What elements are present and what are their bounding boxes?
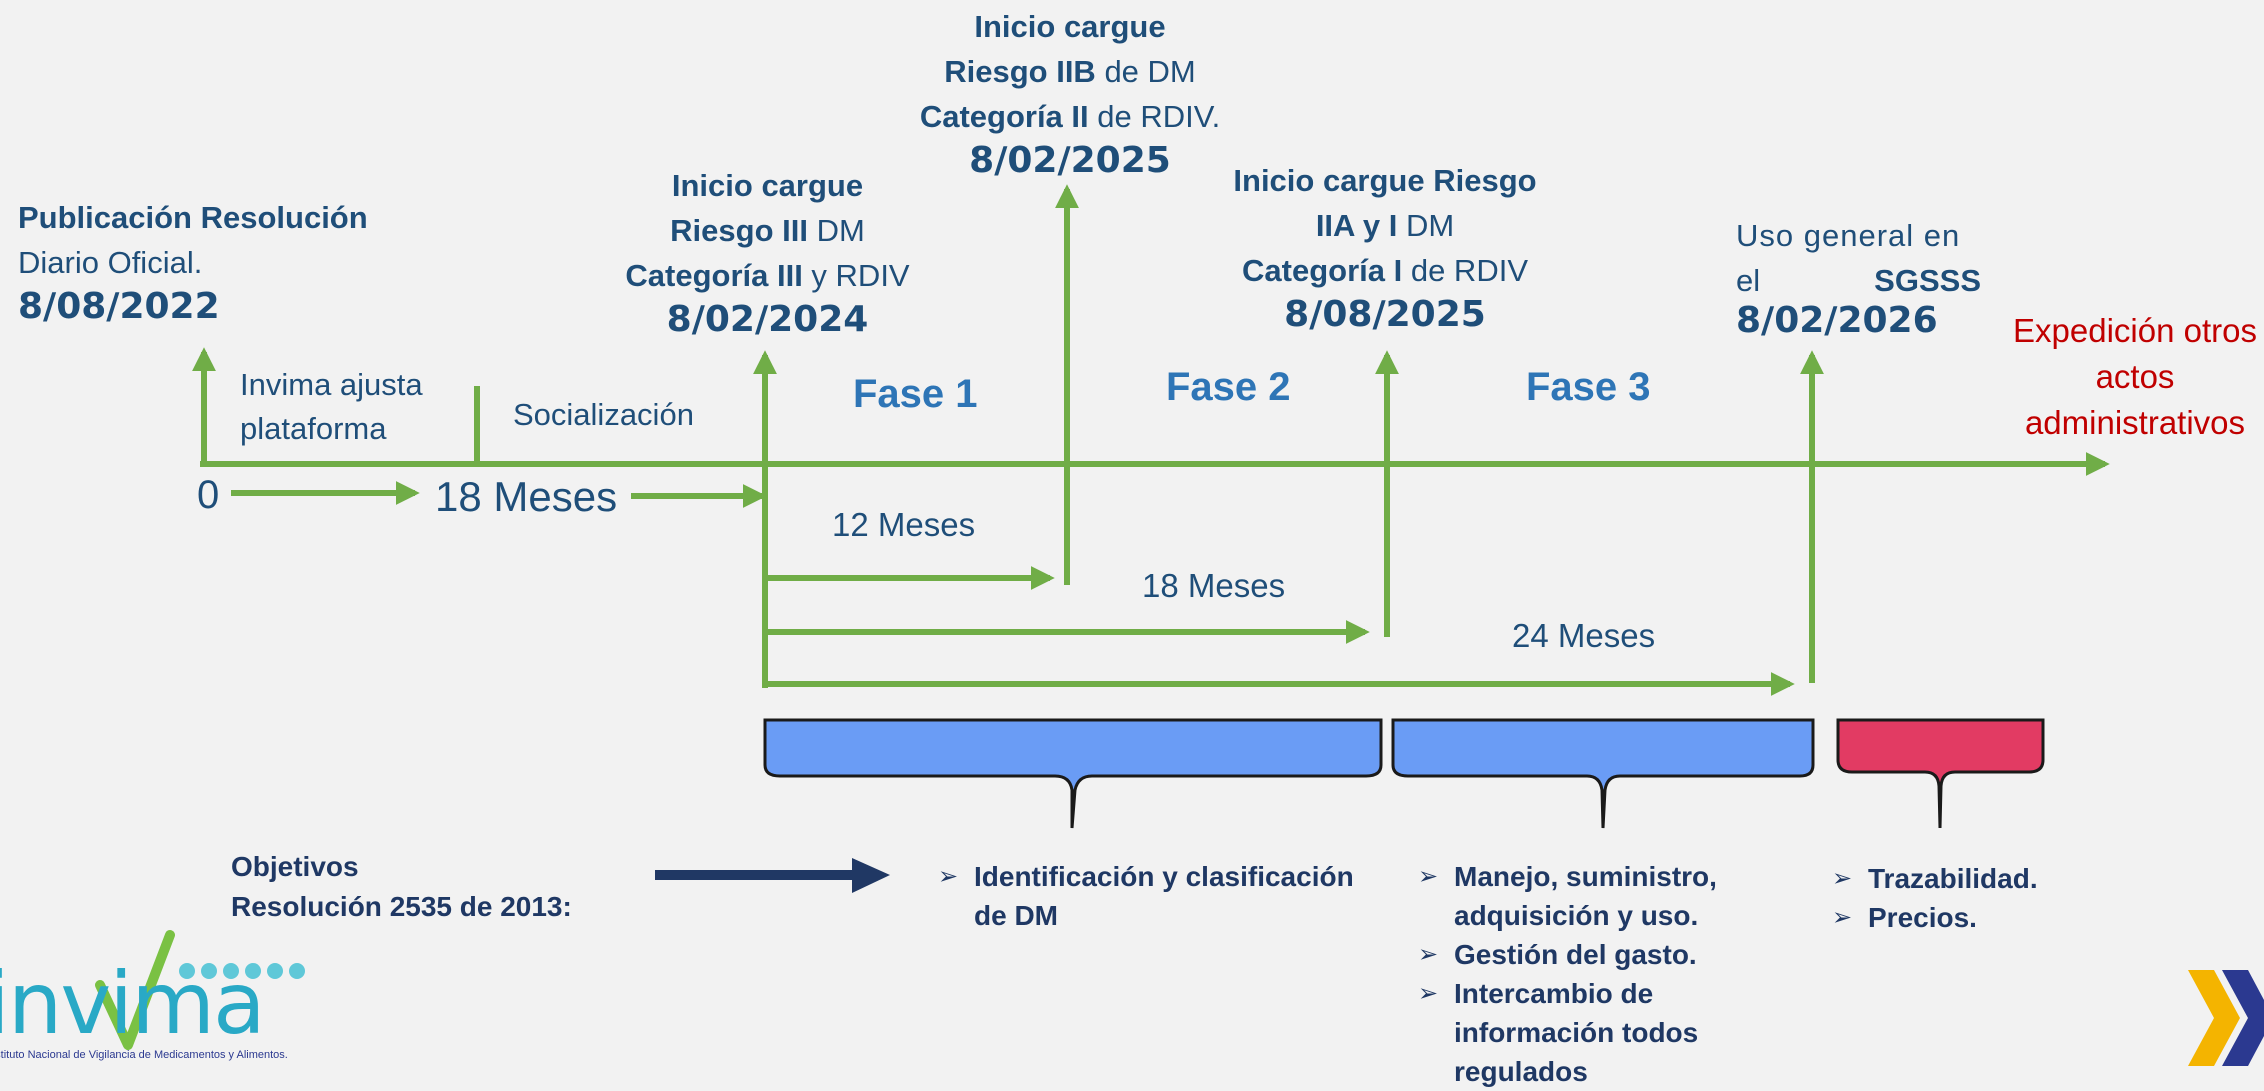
brace-fase1 — [763, 718, 1383, 829]
duration-24-meses: 24 Meses — [1512, 617, 1656, 654]
platform-label: Invima ajusta plataforma — [240, 367, 423, 446]
brace-fase3 — [1836, 718, 2045, 829]
list-item: Manejo, suministro, adquisición y uso. — [1418, 857, 1748, 935]
list-item: Gestión del gasto. — [1418, 935, 1748, 974]
zero-label: 0 — [197, 473, 220, 517]
socializacion-label: Socialización — [513, 397, 694, 432]
milestone-2022-subtitle: Diario Oficial. — [18, 245, 203, 280]
list-item: Intercambio de información todos regulad… — [1418, 974, 1748, 1091]
milestone-2022-date: 8/08/2022 — [18, 286, 220, 327]
milestone-aug-2025-date: 8/08/2025 — [1284, 294, 1486, 335]
invima-logo-tagline: Instituto Nacional de Vigilancia de Medi… — [0, 1049, 288, 1061]
milestone-2024-line1: Inicio cargue — [671, 168, 864, 203]
milestone-2026: Uso general en el SGSSS 8/02/2026 — [1736, 213, 1981, 343]
duration-12-meses: 12 Meses — [832, 506, 976, 543]
invima-logo-word: invima — [0, 954, 266, 1054]
fase-3-label: Fase 3 — [1526, 365, 1651, 409]
objectives-arrow — [655, 858, 890, 893]
other-acts-label: Expedición otros actos administrativos — [2013, 312, 2257, 441]
milestone-feb-2025-line2: Riesgo IIB de DM — [944, 54, 1196, 89]
list-item: Identificación y clasificación de DM — [938, 857, 1358, 935]
milestone-2022-title: Publicación Resolución — [18, 200, 368, 235]
fase-2-label: Fase 2 — [1166, 365, 1291, 409]
milestone-2024-line2: Riesgo III DM — [670, 213, 865, 248]
list-item: Trazabilidad. — [1832, 859, 2092, 898]
months18-label: 18 Meses — [435, 473, 618, 520]
chevron-icon — [2188, 970, 2264, 1066]
milestone-aug-2025-line1: Inicio cargue Riesgo — [1233, 163, 1537, 198]
objectives-group-1: Identificación y clasificación de DM — [938, 857, 1358, 935]
duration-18-meses: 18 Meses — [1142, 567, 1286, 604]
invima-logo: invima Instituto Nacional de Vigilancia … — [0, 960, 346, 1070]
objectives-title: Objetivos Resolución 2535 de 2013: — [231, 847, 651, 927]
objectives-group-2: Manejo, suministro, adquisición y uso. G… — [1418, 857, 1748, 1091]
milestone-aug-2025-line2: IIA y I DM — [1315, 208, 1455, 243]
fase-1-label: Fase 1 — [853, 372, 978, 416]
milestone-2026-line1: Uso general en — [1736, 218, 1961, 253]
objectives-group-3: Trazabilidad. Precios. — [1832, 859, 2092, 937]
milestone-feb-2025-line1: Inicio cargue — [974, 9, 1166, 44]
milestone-2026-line2: el SGSSS — [1736, 263, 1981, 298]
list-item: Precios. — [1832, 898, 2092, 937]
objectives-title-line1: Objetivos — [231, 851, 359, 882]
milestone-2024-line3: Categoría III y RDIV — [625, 258, 910, 293]
objectives-title-line2: Resolución 2535 de 2013: — [231, 891, 572, 922]
milestone-feb-2025: Inicio cargue Riesgo IIB de DM Categoría… — [905, 4, 1235, 183]
milestone-aug-2025-line3: Categoría I de RDIV — [1242, 253, 1528, 288]
invima-logo-mark — [95, 930, 305, 1050]
brace-fase2 — [1391, 718, 1815, 829]
milestone-2026-date: 8/02/2026 — [1736, 300, 1938, 341]
milestone-feb-2025-line3: Categoría II de RDIV. — [919, 99, 1221, 134]
milestone-feb-2025-date: 8/02/2025 — [969, 140, 1171, 181]
milestone-2024-date: 8/02/2024 — [666, 299, 869, 340]
milestone-aug-2025: Inicio cargue Riesgo IIA y I DM Categorí… — [1215, 158, 1555, 337]
milestone-2022: Publicación Resolución Diario Oficial. 8… — [18, 195, 398, 329]
milestone-2024: Inicio cargue Riesgo III DM Categoría II… — [600, 163, 935, 342]
